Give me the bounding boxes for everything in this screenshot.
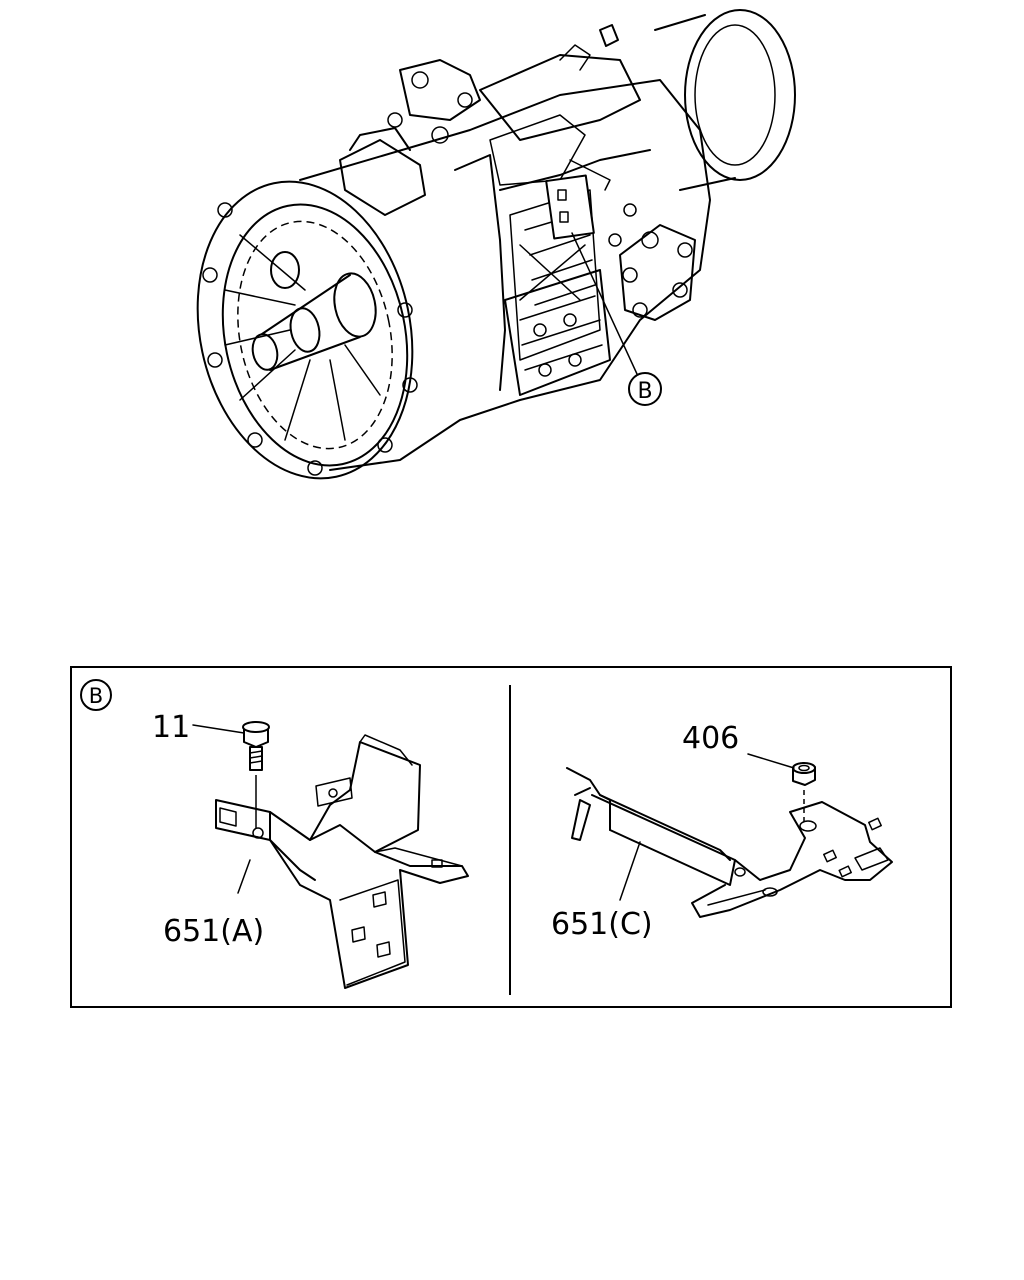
bolt-11-label: 11 [152,710,190,745]
bracket-651a-label: 651(A) [163,914,264,949]
shift-tower [339,24,641,240]
nut-406-label: 406 [682,721,739,756]
bracket-651c [566,767,893,918]
right-detail: 406 651(C) [551,721,893,942]
callout-b-label: B [637,379,652,404]
callout-b-overview: B [571,232,662,406]
side-cover [608,203,696,321]
nut-406 [792,762,816,822]
left-detail: 11 651(A) [152,710,469,989]
input-shaft [251,251,377,371]
bolt-11 [242,721,270,828]
detail-section-label: B [89,684,103,708]
bracket-651c-label: 651(C) [551,907,653,942]
bell-housing [196,180,418,480]
detail-frame: B [70,666,952,1008]
bracket-651a [215,734,469,989]
transmission-overview: B [196,9,796,480]
main-case [299,79,711,471]
